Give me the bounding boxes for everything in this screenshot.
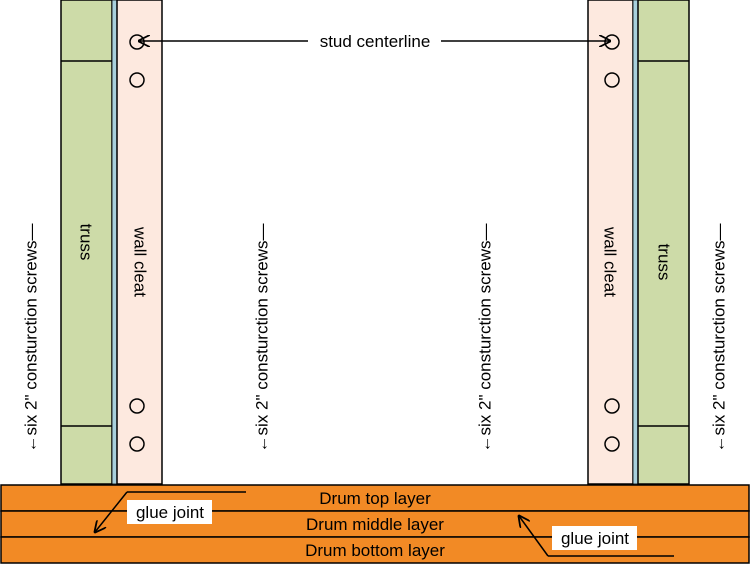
screw-hole [129,436,145,452]
wall-cleat-left [116,0,163,485]
stud-centerline-label: stud centerline [320,32,431,51]
drum-middle-label: Drum middle layer [306,515,444,534]
truss-right-label: truss [655,244,674,281]
truss-left-label: truss [77,224,96,261]
wall-cleat-right-label: wall cleat [601,226,620,297]
stud-centerline-annotation: stud centerline [139,32,610,51]
screw-hole [604,398,620,414]
glue-joint-right-callout: glue joint [519,516,674,557]
screw-hole [604,72,620,88]
drum-bottom-label: Drum bottom layer [305,541,445,560]
drum-top-label: Drum top layer [319,489,431,508]
screws-label-1: ←six 2" consturction screws— [22,224,41,453]
truss-left [60,0,118,485]
screw-hole [604,436,620,452]
truss-right [632,0,690,485]
screw-hole [129,398,145,414]
drum: Drum top layer Drum middle layer Drum bo… [0,484,750,564]
screws-label-2: ←six 2" consturction screws— [253,224,272,453]
glue-joint-left-callout: glue joint [95,491,246,532]
screws-label-4: ←six 2" consturction screws— [710,224,729,453]
glue-joint-right-label: glue joint [561,529,629,548]
screw-hole [129,72,145,88]
screws-label-3: ←six 2" consturction screws— [476,224,495,453]
drum-top-layer [0,484,750,512]
wall-cleat-left-label: wall cleat [131,226,150,297]
glue-joint-left-label: glue joint [136,503,204,522]
